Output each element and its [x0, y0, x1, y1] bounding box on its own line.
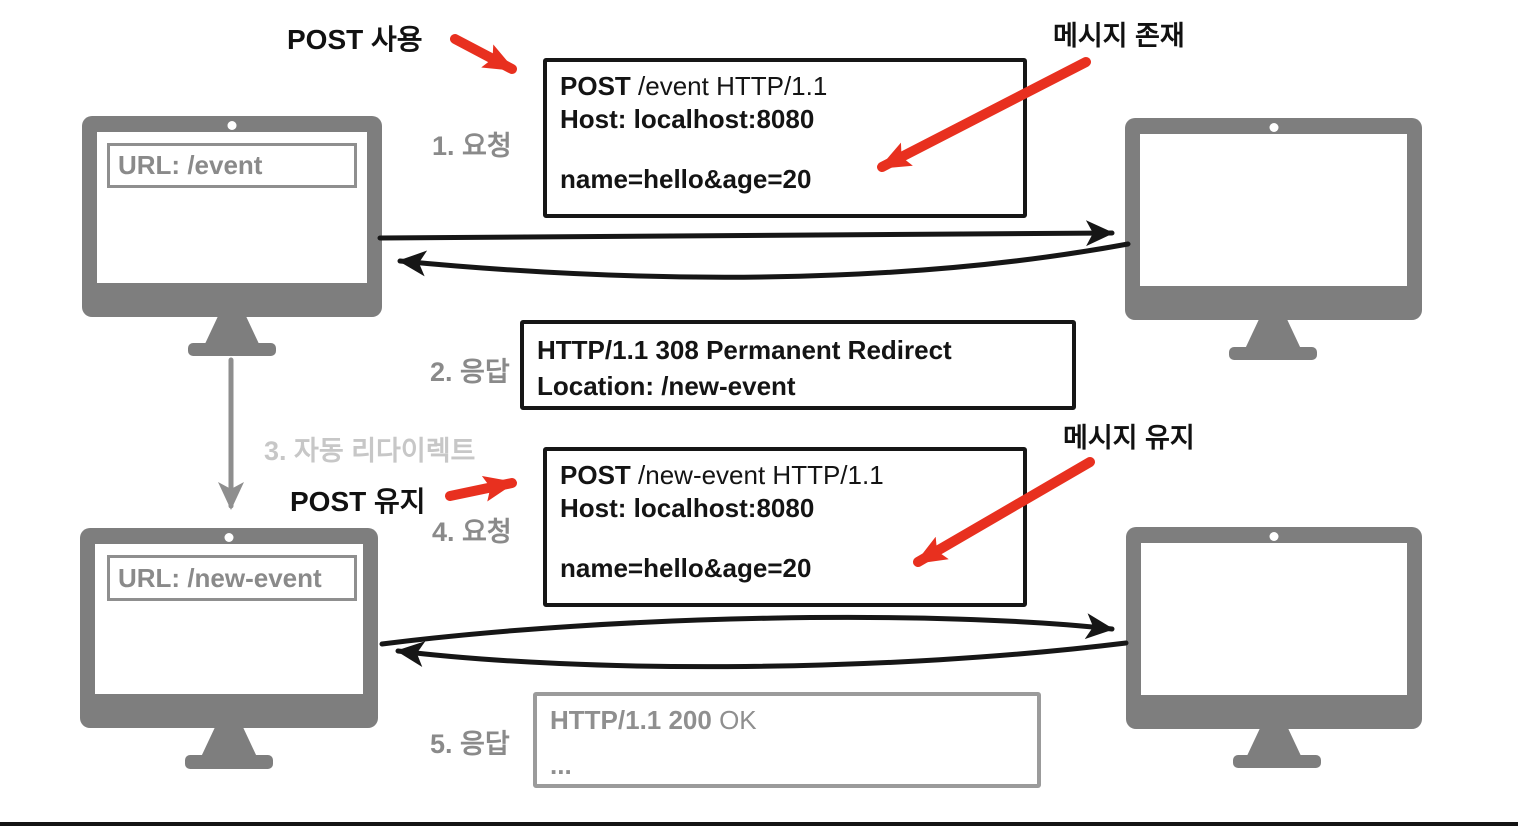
url-bar-bottom: URL: /new-event: [107, 555, 357, 601]
post-keep-callout: POST 유지: [290, 486, 426, 517]
step-1-request-label: 1. 요청: [432, 131, 512, 161]
post-use-arrow: [450, 34, 517, 74]
status-line: HTTP/1.1 200 OK: [550, 704, 1024, 737]
server-monitor-top: [1125, 118, 1422, 320]
request-target: /event HTTP/1.1: [630, 71, 828, 101]
http-method: POST: [560, 71, 631, 101]
http-method: POST: [560, 460, 631, 490]
request-arrow-top: [377, 220, 1115, 247]
monitor-stand-neck: [201, 726, 257, 757]
response-arrow-top: [397, 241, 1131, 280]
request-body: name=hello&age=20: [560, 164, 812, 194]
response-308-box: HTTP/1.1 308 Permanent Redirect Location…: [520, 320, 1076, 410]
response-arrow-bottom: [395, 640, 1129, 670]
camera-dot: [1269, 123, 1278, 132]
location-header: Location: /new-event: [537, 371, 796, 401]
request-body: name=hello&age=20: [560, 553, 812, 583]
step-5-response-label: 5. 응답: [430, 729, 510, 759]
url-text-bottom: URL: /new-event: [118, 562, 322, 593]
status-code: 200: [661, 705, 712, 735]
request2-box: POST /new-event HTTP/1.1 Host: localhost…: [543, 447, 1027, 607]
response-200-box: HTTP/1.1 200 OK ...: [533, 692, 1041, 788]
status-code: 308 Permanent Redirect: [648, 335, 952, 365]
monitor-stand-neck: [1245, 318, 1301, 349]
request-target: /new-event HTTP/1.1: [630, 460, 884, 490]
request1-box: POST /event HTTP/1.1 Host: localhost:808…: [543, 58, 1027, 218]
post-use-callout: POST 사용: [287, 24, 423, 55]
request-line: POST /event HTTP/1.1: [560, 70, 1010, 103]
step-2-response-label: 2. 응답: [430, 357, 510, 387]
server-screen-bottom: [1141, 543, 1407, 695]
camera-dot: [1269, 532, 1279, 541]
monitor-stand-neck: [1246, 727, 1302, 758]
monitor-stand-base: [1233, 755, 1321, 768]
monitor-stand-base: [188, 343, 276, 356]
message-keep-callout: 메시지 유지: [1063, 423, 1195, 453]
server-screen-top: [1140, 134, 1407, 286]
request-line: POST /new-event HTTP/1.1: [560, 459, 1010, 492]
monitor-stand-neck: [204, 315, 260, 346]
host-header: Host: localhost:8080: [560, 104, 815, 134]
monitor-stand-base: [1229, 347, 1317, 360]
http-protocol: HTTP/1.1: [537, 335, 649, 365]
url-bar-top: URL: /event: [107, 143, 357, 188]
camera-dot: [224, 533, 234, 542]
request-arrow-bottom: [379, 613, 1115, 647]
url-text-top: URL: /event: [118, 150, 263, 180]
step-4-request-label: 4. 요청: [432, 517, 512, 547]
camera-dot: [227, 121, 237, 130]
response-body-ellipsis: ...: [550, 750, 572, 780]
host-header: Host: localhost:8080: [560, 493, 815, 523]
post-keep-arrow: [445, 476, 517, 502]
monitor-stand-base: [185, 755, 273, 769]
http-protocol: HTTP/1.1: [550, 705, 662, 735]
step-3-auto-redirect-label: 3. 자동 리다이렉트: [264, 436, 476, 466]
bottom-divider-line: [0, 822, 1518, 826]
status-text: OK: [711, 705, 757, 735]
status-line: HTTP/1.1 308 Permanent Redirect: [537, 332, 1059, 368]
message-exists-callout: 메시지 존재: [1053, 21, 1185, 51]
server-monitor-bottom: [1126, 527, 1422, 729]
